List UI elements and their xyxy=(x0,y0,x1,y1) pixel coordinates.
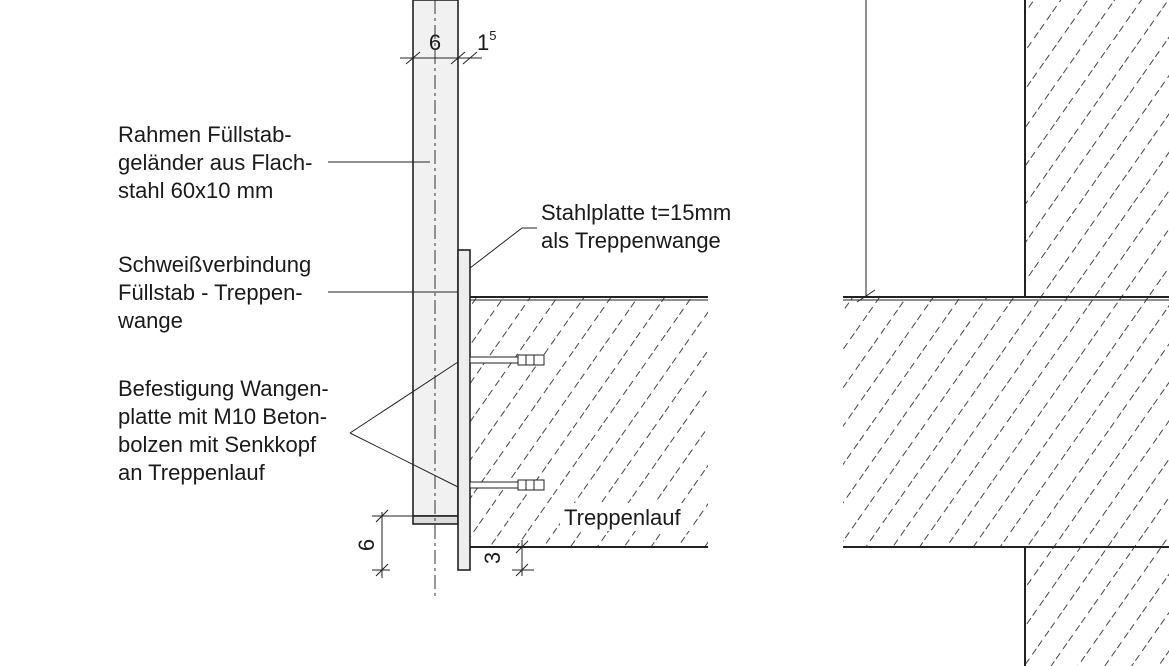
wall-and-landing-concrete xyxy=(843,0,1169,666)
anchor-bolt-upper xyxy=(469,354,545,366)
svg-text:bolzen mit Senkkopf: bolzen mit Senkkopf xyxy=(118,432,317,457)
dimension-bottom-right: 3 xyxy=(480,540,534,577)
flat-steel-bar xyxy=(412,0,459,600)
svg-text:an Treppenlauf: an Treppenlauf xyxy=(118,460,266,485)
label-stair-flight: Treppenlauf xyxy=(560,503,692,531)
dim-bottom-offset: 6 xyxy=(354,539,379,551)
svg-text:platte mit M10 Beton-: platte mit M10 Beton- xyxy=(118,404,327,429)
label-fastening: Befestigung Wangen- platte mit M10 Beton… xyxy=(118,376,329,485)
svg-text:Schweißverbindung: Schweißverbindung xyxy=(118,252,311,277)
label-steel-plate: Stahlplatte t=15mm als Treppenwange xyxy=(541,200,731,253)
dimension-top: 6 15 xyxy=(400,28,496,65)
leader-lines xyxy=(328,161,537,488)
svg-text:geländer aus Flach-: geländer aus Flach- xyxy=(118,150,312,175)
svg-text:als Treppenwange: als Treppenwange xyxy=(541,228,721,253)
svg-text:Stahlplatte t=15mm: Stahlplatte t=15mm xyxy=(541,200,731,225)
svg-text:Treppenlauf: Treppenlauf xyxy=(564,505,681,530)
steel-plate xyxy=(457,249,471,571)
dim-plate-thickness: 15 xyxy=(477,28,496,55)
anchor-bolt-lower xyxy=(469,479,545,491)
svg-text:Rahmen Füllstab-: Rahmen Füllstab- xyxy=(118,122,292,147)
dim-plate-overhang: 3 xyxy=(480,552,505,564)
svg-text:wange: wange xyxy=(117,308,183,333)
svg-text:Befestigung Wangen-: Befestigung Wangen- xyxy=(118,376,329,401)
label-frame-bar: Rahmen Füllstab- geländer aus Flach- sta… xyxy=(118,122,312,203)
dim-bar-width: 6 xyxy=(429,30,441,55)
label-weld: Schweißverbindung Füllstab - Treppen- wa… xyxy=(117,252,311,333)
dimension-bottom-left: 6 xyxy=(354,509,412,578)
svg-text:stahl 60x10 mm: stahl 60x10 mm xyxy=(118,178,273,203)
svg-text:Füllstab - Treppen-: Füllstab - Treppen- xyxy=(118,280,303,305)
